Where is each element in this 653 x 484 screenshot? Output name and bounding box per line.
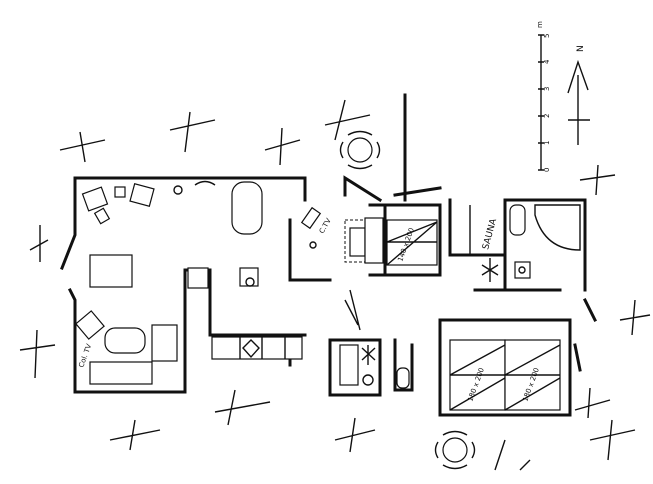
kitchen: [187, 267, 303, 360]
north-arrow-icon: N: [567, 45, 590, 145]
terrace-table-north: [339, 130, 381, 170]
scale-tick-0: 0: [543, 168, 551, 172]
scale-unit: m: [536, 21, 544, 28]
scale-bar: 0 1 2 3 4 5 m: [536, 21, 551, 172]
scale-tick-4: 4: [543, 59, 551, 64]
landscape-marks: [19, 99, 651, 471]
terrace-table-south: [434, 430, 476, 470]
sauna-bath: SAUNA: [469, 204, 581, 282]
north-label: N: [576, 45, 586, 52]
scale-tick-5: 5: [543, 34, 551, 38]
bedroom-small: C.TV 140 x 200: [300, 206, 438, 266]
bedroom-tv-label: C.TV: [318, 217, 333, 235]
sauna-label: SAUNA: [481, 217, 499, 251]
scale-tick-1: 1: [543, 141, 551, 145]
lower-rooms: 180 x 200 180 x 200: [339, 339, 561, 411]
scale-tick-2: 2: [543, 114, 551, 118]
walls: [60, 93, 598, 417]
scale-tick-3: 3: [543, 87, 551, 91]
